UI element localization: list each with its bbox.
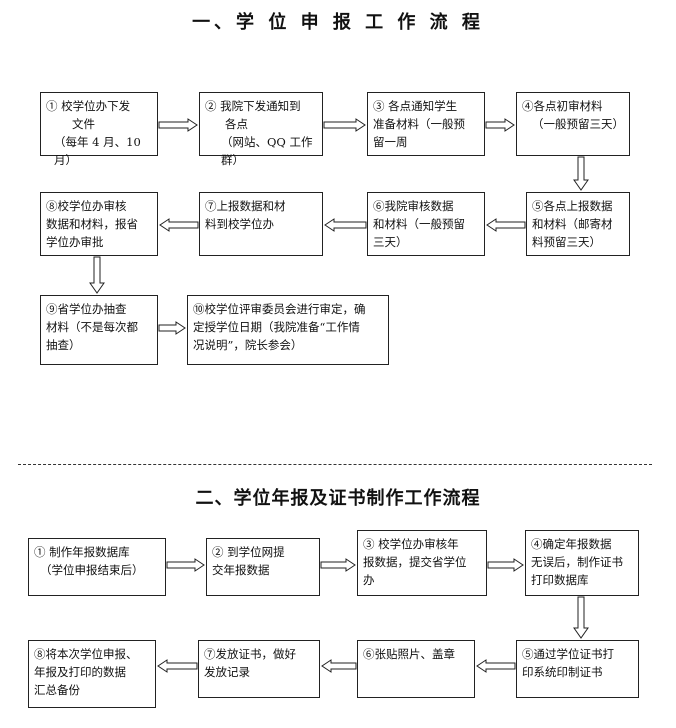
arrow-right-icon <box>158 118 198 132</box>
step-box-2: ② 到学位网提 交年报数据 <box>206 538 320 596</box>
step-text: ⑦上报数据和材 <box>205 199 286 213</box>
step-text: 文件 <box>72 117 95 131</box>
step-text: 和材料（一般预留 <box>373 217 465 231</box>
step-text: ⑤各点上报数据 <box>532 199 613 213</box>
step-box-7: ⑦发放证书，做好 发放记录 <box>198 640 320 698</box>
arrow-down-icon <box>89 256 105 294</box>
step-box-5: ⑤通过学位证书打 印系统印制证书 <box>516 640 639 698</box>
step-text: ④确定年报数据 <box>531 537 612 551</box>
step-box-2: ② 我院下发通知到 各点 （网站、QQ 工作群） <box>199 92 323 167</box>
step-text: 年报及打印的数据 <box>34 665 126 679</box>
step-box-6: ⑥我院审核数据 和材料（一般预留 三天） <box>367 192 485 256</box>
step-box-8: ⑧校学位办审核 数据和材料，报省 学位办审批 <box>40 192 158 256</box>
step-text: ② 到学位网提 <box>212 545 285 559</box>
step-text: 各点 <box>225 117 248 131</box>
step-text: 学位办审批 <box>46 235 104 249</box>
step-text: 报数据，提交省学位 <box>363 555 467 569</box>
step-text: ⑧将本次学位申报、 <box>34 647 138 661</box>
arrow-right-icon <box>485 118 515 132</box>
step-box-4: ④确定年报数据 无误后，制作证书 打印数据库 <box>525 530 639 596</box>
step-text: （网站、QQ 工作群） <box>221 135 313 167</box>
step-text: 交年报数据 <box>212 563 270 577</box>
step-box-1: ① 制作年报数据库 （学位申报结束后） <box>28 538 166 596</box>
step-box-9: ⑨省学位办抽查 材料（不是每次都 抽查） <box>40 295 158 365</box>
step-text: 况说明”，院长参会） <box>193 338 303 352</box>
section1-title: 一、学 位 申 报 工 作 流 程 <box>192 12 484 33</box>
arrow-right-icon <box>166 558 205 572</box>
step-text: ⑥我院审核数据 <box>373 199 454 213</box>
arrow-left-icon <box>324 218 367 232</box>
arrow-right-icon <box>158 321 186 335</box>
step-text: （学位申报结束后） <box>40 563 144 577</box>
step-text: 和材料（邮寄材 <box>532 217 613 231</box>
arrow-right-icon <box>320 558 356 572</box>
step-text: 抽查） <box>46 338 81 352</box>
step-text: 料预留三天） <box>532 235 601 249</box>
step-box-3: ③ 各点通知学生 准备材料（一般预 留一周 <box>367 92 485 156</box>
arrow-right-icon <box>487 558 524 572</box>
step-text: ② 我院下发通知到 <box>205 99 301 113</box>
step-text: 汇总备份 <box>34 683 80 697</box>
step-box-8: ⑧将本次学位申报、 年报及打印的数据 汇总备份 <box>28 640 156 708</box>
step-text: ③ 校学位办审核年 <box>363 537 459 551</box>
step-box-5: ⑤各点上报数据 和材料（邮寄材 料预留三天） <box>526 192 630 256</box>
step-text: ⑩校学位评审委员会进行审定，确 <box>193 302 366 316</box>
step-text: 无误后，制作证书 <box>531 555 623 569</box>
arrow-right-icon <box>323 118 366 132</box>
step-text: ⑧校学位办审核 <box>46 199 127 213</box>
step-text: ③ 各点通知学生 <box>373 99 458 113</box>
step-text: ⑤通过学位证书打 <box>522 647 614 661</box>
arrow-left-icon <box>486 218 526 232</box>
step-text: 数据和材料，报省 <box>46 217 138 231</box>
section2-title: 二、学位年报及证书制作工作流程 <box>195 488 481 509</box>
arrow-left-icon <box>159 218 199 232</box>
arrow-left-icon <box>476 659 516 673</box>
step-text: ⑨省学位办抽查 <box>46 302 127 316</box>
arrow-down-icon <box>573 156 589 191</box>
step-text: （每年 4 月、10 月） <box>54 135 141 167</box>
step-box-7: ⑦上报数据和材 料到校学位办 <box>199 192 323 256</box>
step-text: ① 校学位办下发 <box>46 99 131 113</box>
step-text: ④各点初审材料 <box>522 99 603 113</box>
step-text: 发放记录 <box>204 665 250 679</box>
step-text: 准备材料（一般预 <box>373 117 465 131</box>
step-text: （一般预留三天） <box>532 117 624 131</box>
arrow-down-icon <box>573 596 589 639</box>
step-box-10: ⑩校学位评审委员会进行审定，确 定授学位日期（我院准备“工作情 况说明”，院长参… <box>187 295 389 365</box>
step-text: 印系统印制证书 <box>522 665 603 679</box>
step-box-4: ④各点初审材料 （一般预留三天） <box>516 92 630 156</box>
step-text: 料到校学位办 <box>205 217 274 231</box>
step-text: ① 制作年报数据库 <box>34 545 130 559</box>
step-box-6: ⑥张贴照片、盖章 <box>357 640 475 698</box>
step-text: 办 <box>363 573 375 587</box>
step-text: 留一周 <box>373 135 408 149</box>
arrow-left-icon <box>157 659 198 673</box>
step-text: 定授学位日期（我院准备“工作情 <box>193 320 360 334</box>
step-text: 材料（不是每次都 <box>46 320 138 334</box>
step-text: ⑦发放证书，做好 <box>204 647 296 661</box>
section-divider <box>18 464 652 465</box>
step-text: ⑥张贴照片、盖章 <box>363 647 455 661</box>
step-box-3: ③ 校学位办审核年 报数据，提交省学位 办 <box>357 530 487 596</box>
arrow-left-icon <box>321 659 357 673</box>
step-text: 三天） <box>373 235 408 249</box>
step-box-1: ① 校学位办下发 文件 （每年 4 月、10 月） <box>40 92 158 167</box>
step-text: 打印数据库 <box>531 573 589 587</box>
